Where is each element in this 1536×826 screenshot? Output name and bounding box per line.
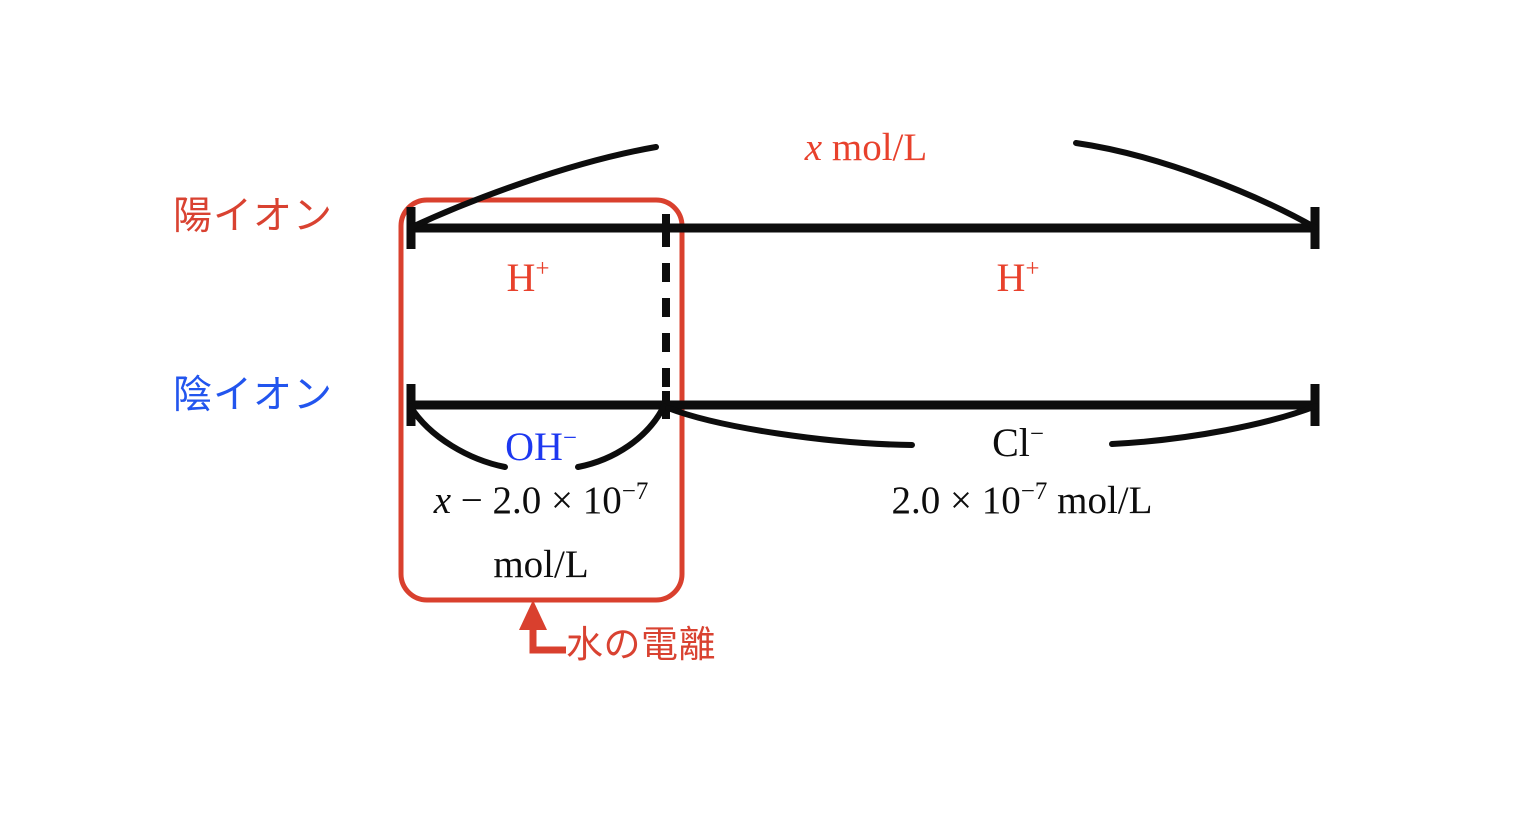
cl-amount-unit: mol/L [1047, 479, 1153, 522]
x-total-leader-curve-right [1073, 140, 1319, 231]
water-dissociation-callout-arrow-line [529, 622, 566, 654]
h-plus-water-charge: + [535, 255, 550, 283]
species-label-cl-minus: Cl− [992, 420, 1044, 465]
cl-amount-exponent: −7 [1020, 478, 1048, 505]
x-total-leader-curve-left [407, 144, 659, 231]
h-plus-acid-charge: + [1025, 255, 1040, 283]
cl-minus-amount-label: 2.0 × 10−7 mol/L [891, 478, 1153, 522]
x-unit-label: mol/L [831, 126, 928, 169]
h-plus-water-symbol: H [506, 255, 536, 300]
oh-minus-symbol: OH [505, 424, 563, 469]
cl-minus-leader-curve-left [665, 405, 915, 448]
oh-amount-body: − 2.0 × 10 [451, 479, 622, 522]
oh-minus-leader-curve-left [407, 403, 508, 470]
h-plus-acid-symbol: H [996, 255, 1026, 300]
species-label-h-plus-water: H+ [506, 255, 550, 300]
species-label-h-plus-acid: H+ [996, 255, 1040, 300]
oh-minus-charge: − [562, 424, 577, 452]
oh-minus-amount-line1: x − 2.0 × 10−7 [433, 478, 649, 522]
cl-minus-charge: − [1029, 420, 1044, 448]
cl-amount-body: 2.0 × 10 [891, 479, 1021, 522]
water-dissociation-caption: 水の電離 [566, 623, 716, 666]
cation-total-amount-label: x mol/L [805, 128, 927, 167]
oh-minus-leader-curve-right [575, 403, 667, 470]
water-dissociation-highlight-box [398, 197, 685, 603]
row-label-anion: 陰イオン [173, 373, 334, 418]
oh-amount-exponent: −7 [621, 478, 649, 505]
cl-minus-leader-curve-right [1109, 403, 1319, 447]
species-label-oh-minus: OH− [505, 424, 577, 469]
oh-amount-variable: x [433, 479, 451, 522]
x-variable-symbol: x [804, 126, 823, 169]
cl-minus-symbol: Cl [992, 420, 1030, 465]
oh-minus-amount-line2: mol/L [493, 543, 589, 586]
row-label-cation: 陽イオン [173, 194, 334, 239]
water-dissociation-callout-arrowhead [519, 600, 547, 630]
